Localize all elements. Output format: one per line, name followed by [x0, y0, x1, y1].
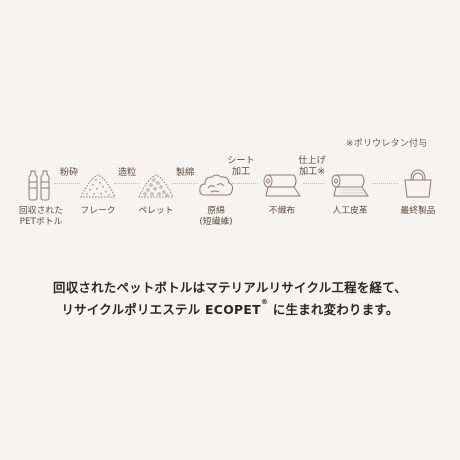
step-label-finishing-line1: 仕上げ [298, 155, 326, 166]
connector-6 [372, 183, 398, 184]
pet-bottles-icon [28, 170, 50, 201]
tote-bag-icon [404, 169, 432, 198]
recycling-process-flow: 粉砕 造粒 製綿 シート 加工 仕上げ 加工※ 回収された PETボトル [14, 155, 442, 228]
item-pet-bottles-label-1: 回収された [19, 206, 63, 216]
headline-line-2-suffix: に生まれ変わります。 [268, 302, 399, 317]
headline-line-2-prefix: リサイクルポリエステル ECOPET [61, 302, 261, 317]
item-raw-cotton-label-1: 原綿 [207, 206, 225, 216]
item-raw-cotton-label-2: (短繊維) [199, 217, 233, 227]
registered-mark: ® [260, 298, 269, 306]
step-label-sheet-processing-line1: シート [227, 155, 255, 166]
item-synthetic-leather: 人工皮革 [324, 170, 376, 217]
nonwoven-roll-icon [263, 174, 301, 197]
item-pet-bottles: 回収された PETボトル [14, 168, 68, 228]
connector-3 [172, 183, 198, 184]
headline-line-1: 回収されたペットボトルはマテリアルリサイクル工程を経て、 [53, 280, 407, 295]
step-label-granulate: 造粒 [117, 167, 137, 178]
synthetic-leather-roll-icon [331, 174, 369, 197]
headline-line-2: リサイクルポリエステル ECOPET® に生まれ変わります。 [0, 298, 460, 318]
item-raw-cotton: 原綿 (短繊維) [192, 170, 240, 228]
item-pellets: ペレット [132, 170, 180, 217]
item-pet-bottles-label-2: PETボトル [19, 217, 63, 227]
item-nonwoven: 不織布 [258, 170, 306, 217]
item-flakes: フレーク [74, 170, 122, 217]
step-label-sheet-processing-line2: 加工 [231, 166, 251, 177]
pellets-icon [138, 174, 174, 198]
step-label-cotton-making: 製綿 [175, 167, 195, 178]
polyurethane-note: ※ポリウレタン付与 [346, 139, 428, 149]
raw-cotton-icon [199, 174, 234, 196]
step-label-sheet-processing: シート 加工 [220, 155, 262, 177]
connector-5 [303, 183, 325, 184]
step-label-crush: 粉砕 [59, 167, 79, 178]
connector-1 [54, 183, 80, 184]
item-final-product: 最終製品 [394, 166, 442, 217]
step-label-finishing: 仕上げ 加工※ [289, 155, 335, 177]
step-label-finishing-line2: 加工※ [298, 166, 326, 177]
connector-4 [232, 183, 258, 184]
flakes-icon [80, 174, 116, 198]
connector-2 [114, 183, 140, 184]
